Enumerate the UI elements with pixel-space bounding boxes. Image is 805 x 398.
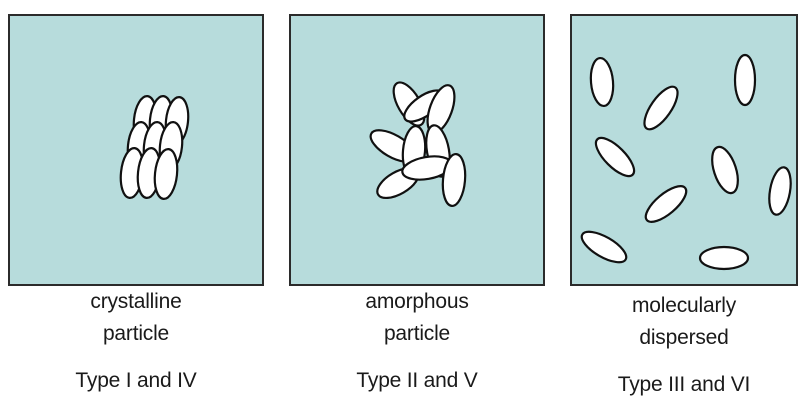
dispersed-particle (735, 55, 755, 105)
dispersed-particle (589, 57, 615, 107)
dispersed-particle (590, 132, 639, 181)
crystalline-panel (8, 14, 264, 286)
amorphous-caption: amorphous particle (289, 286, 545, 350)
molecular-panel (570, 14, 798, 286)
molecular-caption: molecularly dispersed (570, 290, 798, 354)
dispersed-particle (638, 82, 683, 134)
caption-line-1: amorphous (289, 286, 545, 318)
dispersed-particle (577, 226, 630, 268)
caption-line-1: molecularly (570, 290, 798, 322)
dispersed-particle (700, 247, 748, 269)
dispersed-particle (707, 144, 743, 196)
caption-line-2: particle (8, 318, 264, 350)
molecular-particles (572, 16, 800, 288)
crystalline-type-label: Type I and IV (8, 368, 264, 394)
caption-line-1: crystalline (8, 286, 264, 318)
dispersed-particle (640, 180, 691, 227)
caption-line-2: particle (289, 318, 545, 350)
molecular-type-label: Type III and VI (570, 372, 798, 398)
amorphous-particles (291, 16, 547, 288)
dispersed-particle (766, 166, 794, 217)
amorphous-panel (289, 14, 545, 286)
caption-line-2: dispersed (570, 322, 798, 354)
crystalline-particles (10, 16, 266, 288)
amorphous-type-label: Type II and V (289, 368, 545, 394)
crystalline-caption: crystalline particle (8, 286, 264, 350)
